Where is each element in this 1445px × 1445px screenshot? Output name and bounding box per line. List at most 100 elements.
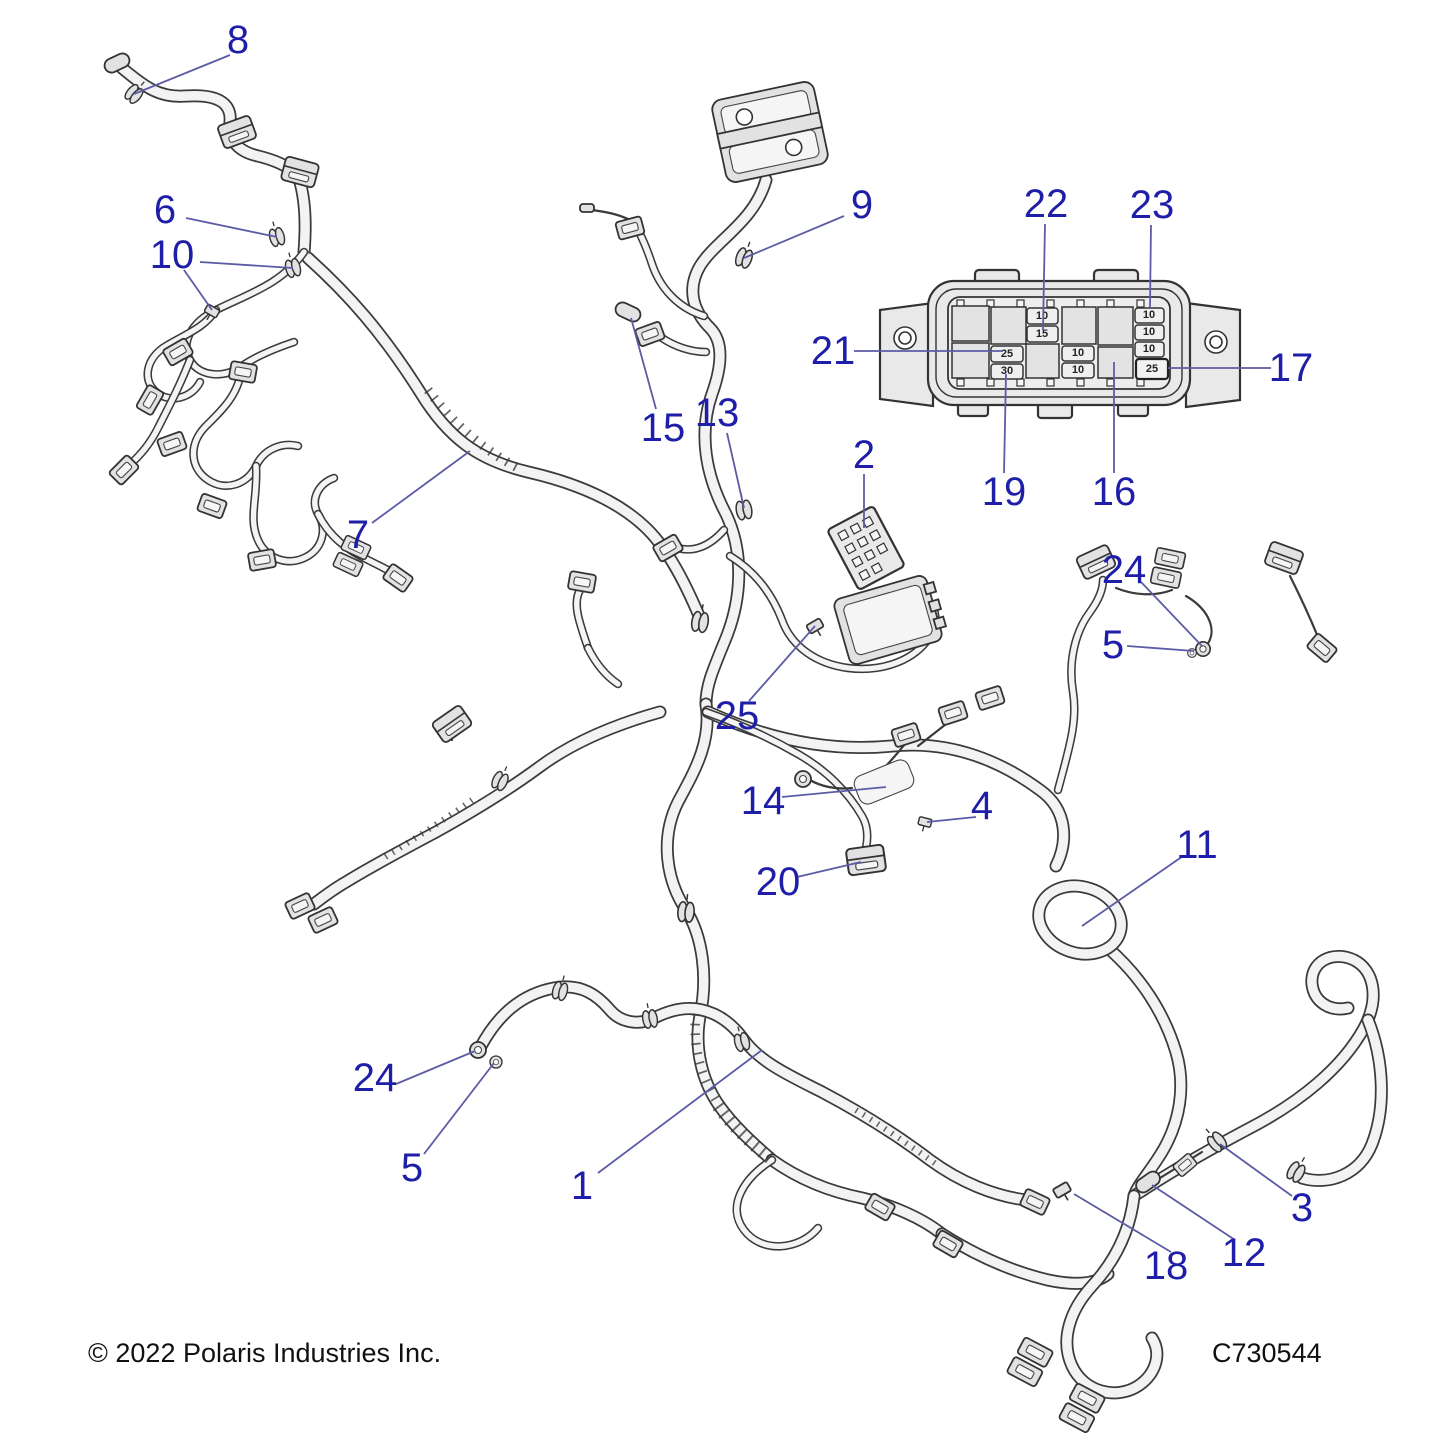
connector [307,906,339,934]
relay-connector [974,685,1006,711]
connector [864,1192,896,1222]
callout-6: 6 [154,188,176,232]
relay-cavity [1025,343,1060,379]
foam-wrap [853,759,915,805]
callout-2: 2 [853,433,875,477]
band-clamp [677,894,695,923]
mount-bracket-plate [827,506,905,590]
harness-loop [1032,879,1128,961]
harness-clip [805,617,825,637]
leader-line-19 [1003,373,1007,474]
corrugation [382,797,474,861]
band-clamp [641,1003,659,1029]
connector [1264,541,1304,575]
svg-text:30: 30 [1001,365,1013,377]
antenna-tip [579,203,595,213]
callout-22: 22 [1024,182,1069,226]
fuse-box: 25 30 10 15 10 10 10 10 10 25 [878,268,1242,420]
leader-line-12 [1151,1184,1236,1241]
svg-text:10: 10 [1143,309,1155,321]
leader-line-24 [395,1050,476,1085]
leader-line-24 [1140,581,1203,647]
band-clamp [690,604,710,634]
callout-17: 17 [1269,346,1314,390]
relay-connector [890,722,922,748]
connector [228,360,258,384]
fusebox-housing-lip [935,288,1183,398]
leader-line-1 [597,1049,763,1174]
copyright-text: © 2022 Polaris Industries Inc. [88,1338,441,1368]
connector [156,431,188,457]
solenoid-connector [845,843,887,877]
screw-clip [203,303,221,321]
callout-24: 24 [1102,548,1147,592]
leader-line-5 [1126,645,1195,652]
band-clamp [734,241,754,269]
leader-line-10 [199,261,294,269]
svg-text:10: 10 [1072,347,1084,359]
fuse-30: 30 [990,363,1024,380]
harness-artwork [103,52,1381,1434]
sensor-connector [1306,633,1338,663]
sensor-connector [634,321,666,347]
corrugation [690,1013,721,1103]
leader-line-5 [423,1062,495,1155]
connector [431,705,473,743]
connector [567,570,597,594]
connector [1075,544,1117,580]
ring-terminal [794,770,812,788]
fusebox-left-bracket [878,301,935,408]
leader-line-23 [1149,224,1152,309]
connector [162,337,194,367]
leader-line-6 [185,217,278,238]
grommet [1194,640,1212,658]
connector [196,493,228,519]
band-clamp [491,766,509,792]
connector [135,384,165,416]
fuse-10c: 10 [1061,362,1095,379]
grommet [469,1041,487,1059]
connector [280,156,320,188]
mount-hole-inner [898,331,912,345]
leader-line-22 [1042,223,1046,331]
callout-13: 13 [695,391,740,435]
leader-line-25 [748,625,816,702]
relay-cavity [1061,306,1097,345]
band-clamp [1286,1156,1306,1183]
ring-terminal-wire [808,778,854,790]
connector [652,533,684,563]
fuse-10e: 10 [1134,324,1165,341]
callout-4: 4 [971,784,993,828]
callout-14: 14 [741,779,786,823]
connector [1019,1188,1051,1216]
svg-text:25: 25 [1146,363,1158,375]
callout-20: 20 [756,860,801,904]
svg-text:15: 15 [1036,328,1048,340]
rubber-cap [614,301,642,323]
connector-pair [1006,1336,1054,1388]
callout-9: 9 [851,183,873,227]
band-clamp [1205,1128,1228,1153]
callout-23: 23 [1130,183,1175,227]
connector [382,563,414,593]
relay-cavity-16 [1097,346,1134,379]
leader-line-11 [1081,855,1184,927]
fusebox-right-bracket [1184,301,1242,409]
callout-18: 18 [1144,1244,1189,1288]
band-clamp [733,1026,751,1053]
rubber-cap [1135,1170,1161,1194]
band-clamp [551,975,569,1002]
callout-21: 21 [811,329,856,373]
leader-line-14 [781,786,887,798]
callout-10: 10 [150,233,195,277]
svg-text:10: 10 [1143,343,1155,355]
sensor-connector [1172,1153,1198,1177]
connector [284,892,316,920]
relay-connector [937,700,969,726]
callout-8: 8 [227,18,249,62]
fuse-10f: 10 [1134,341,1165,358]
leader-line-18 [1073,1193,1172,1253]
band-clamp [284,252,302,279]
